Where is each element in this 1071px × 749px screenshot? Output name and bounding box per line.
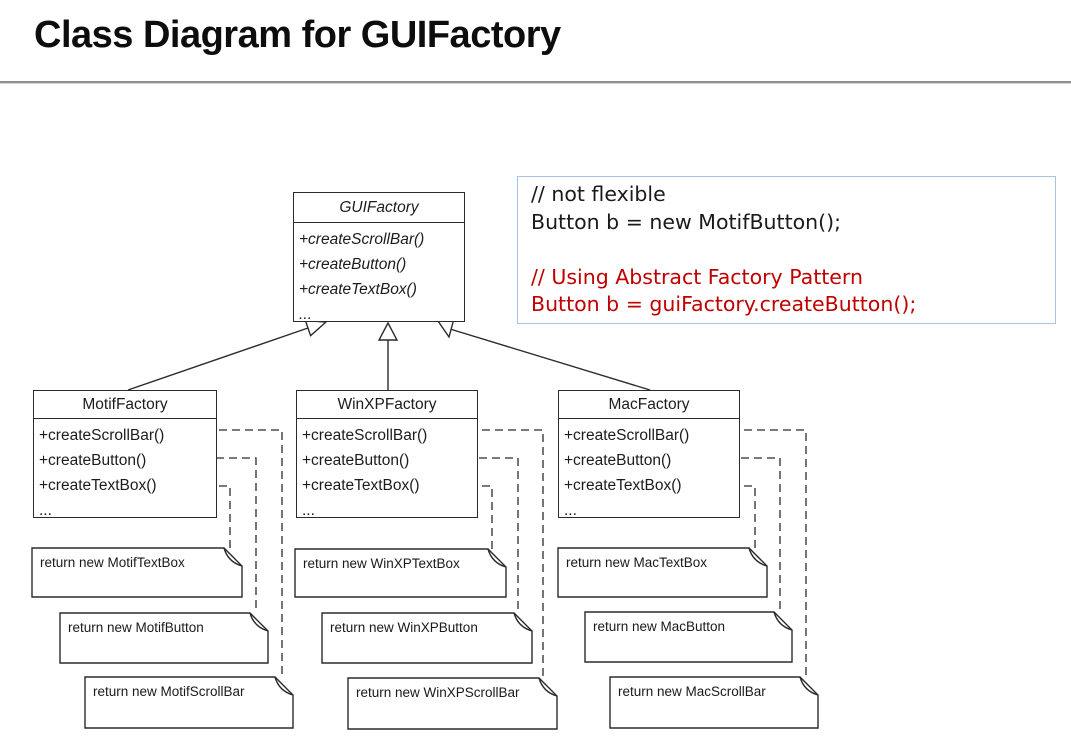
note-shape-motif-textbox: [31, 547, 243, 598]
note-shape-mac-scrollbar: [609, 676, 819, 729]
class-box-macfactory: MacFactory +createScrollBar() +createBut…: [558, 390, 740, 519]
dependency-line-mac-textbox: [718, 485, 756, 548]
class-method: +createButton(): [299, 256, 407, 273]
note-label-mac-textbox: return new MacTextBox: [566, 555, 708, 570]
note-shape-winxp-textbox: [294, 548, 507, 598]
class-method: +createTextBox(): [564, 477, 682, 494]
note-label-motif-button: return new MotifButton: [68, 620, 204, 635]
dependency-line-mac-scrollbar: [718, 429, 807, 677]
note-shape-motif-button: [59, 612, 269, 664]
note-shape-motif-scrollbar: [84, 676, 294, 729]
class-box-winxpfactory: WinXPFactory +createScrollBar() +createB…: [296, 390, 478, 519]
note-label-motif-scrollbar: return new MotifScrollBar: [93, 684, 245, 699]
class-method: +createScrollBar(): [39, 427, 165, 444]
class-method-list: +createScrollBar() +createButton() +crea…: [34, 419, 216, 523]
dependency-line-motif-scrollbar: [193, 429, 283, 677]
inheritance-line-mac: [449, 328, 651, 391]
inheritance-line-motif: [127, 327, 309, 391]
class-method: +createButton(): [39, 452, 147, 469]
code-line: // Using Abstract Factory Pattern: [531, 264, 863, 289]
page-title: Class Diagram for GUIFactory: [34, 14, 561, 56]
note-fold-icon: [513, 612, 533, 632]
note-label-mac-button: return new MacButton: [593, 619, 726, 634]
note-fold-icon: [799, 676, 819, 696]
note-label-winxp-scrollbar: return new WinXPScrollBar: [356, 685, 520, 700]
class-method: +createTextBox(): [302, 477, 420, 494]
dependency-line-winxp-button: [453, 457, 519, 613]
dependency-line-mac-button: [715, 457, 781, 612]
note-fold-icon: [223, 547, 243, 567]
note-label-motif-textbox: return new MotifTextBox: [40, 555, 185, 570]
class-method-list: +createScrollBar() +createButton() +crea…: [294, 223, 464, 327]
class-name: WinXPFactory: [297, 391, 477, 419]
note-fold-icon: [249, 612, 269, 632]
class-method: ...: [299, 306, 312, 323]
class-method: ...: [302, 502, 315, 519]
note-fold-icon: [487, 548, 507, 568]
class-method: +createButton(): [564, 452, 672, 469]
class-method-list: +createScrollBar() +createButton() +crea…: [559, 419, 739, 523]
class-method: +createScrollBar(): [564, 427, 690, 444]
code-line: [531, 236, 1055, 264]
code-line: Button b = guiFactory.createButton();: [531, 292, 917, 316]
code-snippet-box: // not flexible Button b = new MotifButt…: [517, 176, 1056, 324]
code-line: // not flexible: [531, 182, 666, 206]
dependency-line-winxp-scrollbar: [456, 429, 544, 678]
note-fold-icon: [538, 677, 558, 697]
note-fold-icon: [773, 611, 793, 631]
class-method: ...: [564, 502, 577, 519]
note-label-winxp-textbox: return new WinXPTextBox: [303, 556, 460, 571]
class-method: +createScrollBar(): [299, 231, 425, 248]
note-fold-icon: [748, 547, 768, 567]
dependency-line-winxp-textbox: [456, 485, 493, 549]
note-shape-mac-button: [584, 611, 793, 663]
inheritance-triangle-icon: [377, 321, 399, 341]
note-shape-winxp-button: [321, 612, 533, 664]
class-name: MacFactory: [559, 391, 739, 419]
note-shape-mac-textbox: [557, 547, 768, 598]
class-name: GUIFactory: [294, 193, 464, 223]
class-method: +createButton(): [302, 452, 410, 469]
title-divider: [0, 81, 1071, 84]
class-box-motiffactory: MotifFactory +createScrollBar() +createB…: [33, 390, 217, 519]
code-line: Button b = new MotifButton();: [531, 209, 842, 234]
class-method: +createTextBox(): [39, 477, 157, 494]
note-label-winxp-button: return new WinXPButton: [330, 620, 478, 635]
class-method: +createScrollBar(): [302, 427, 428, 444]
class-box-guifactory: GUIFactory +createScrollBar() +createBut…: [293, 192, 465, 323]
class-name: MotifFactory: [34, 391, 216, 419]
class-method: ...: [39, 502, 52, 519]
note-shape-winxp-scrollbar: [347, 677, 558, 730]
note-fold-icon: [274, 676, 294, 696]
note-label-mac-scrollbar: return new MacScrollBar: [618, 684, 766, 699]
dependency-line-motif-textbox: [193, 485, 231, 548]
class-method-list: +createScrollBar() +createButton() +crea…: [297, 419, 477, 523]
dependency-line-motif-button: [190, 457, 257, 613]
class-method: +createTextBox(): [299, 281, 417, 298]
